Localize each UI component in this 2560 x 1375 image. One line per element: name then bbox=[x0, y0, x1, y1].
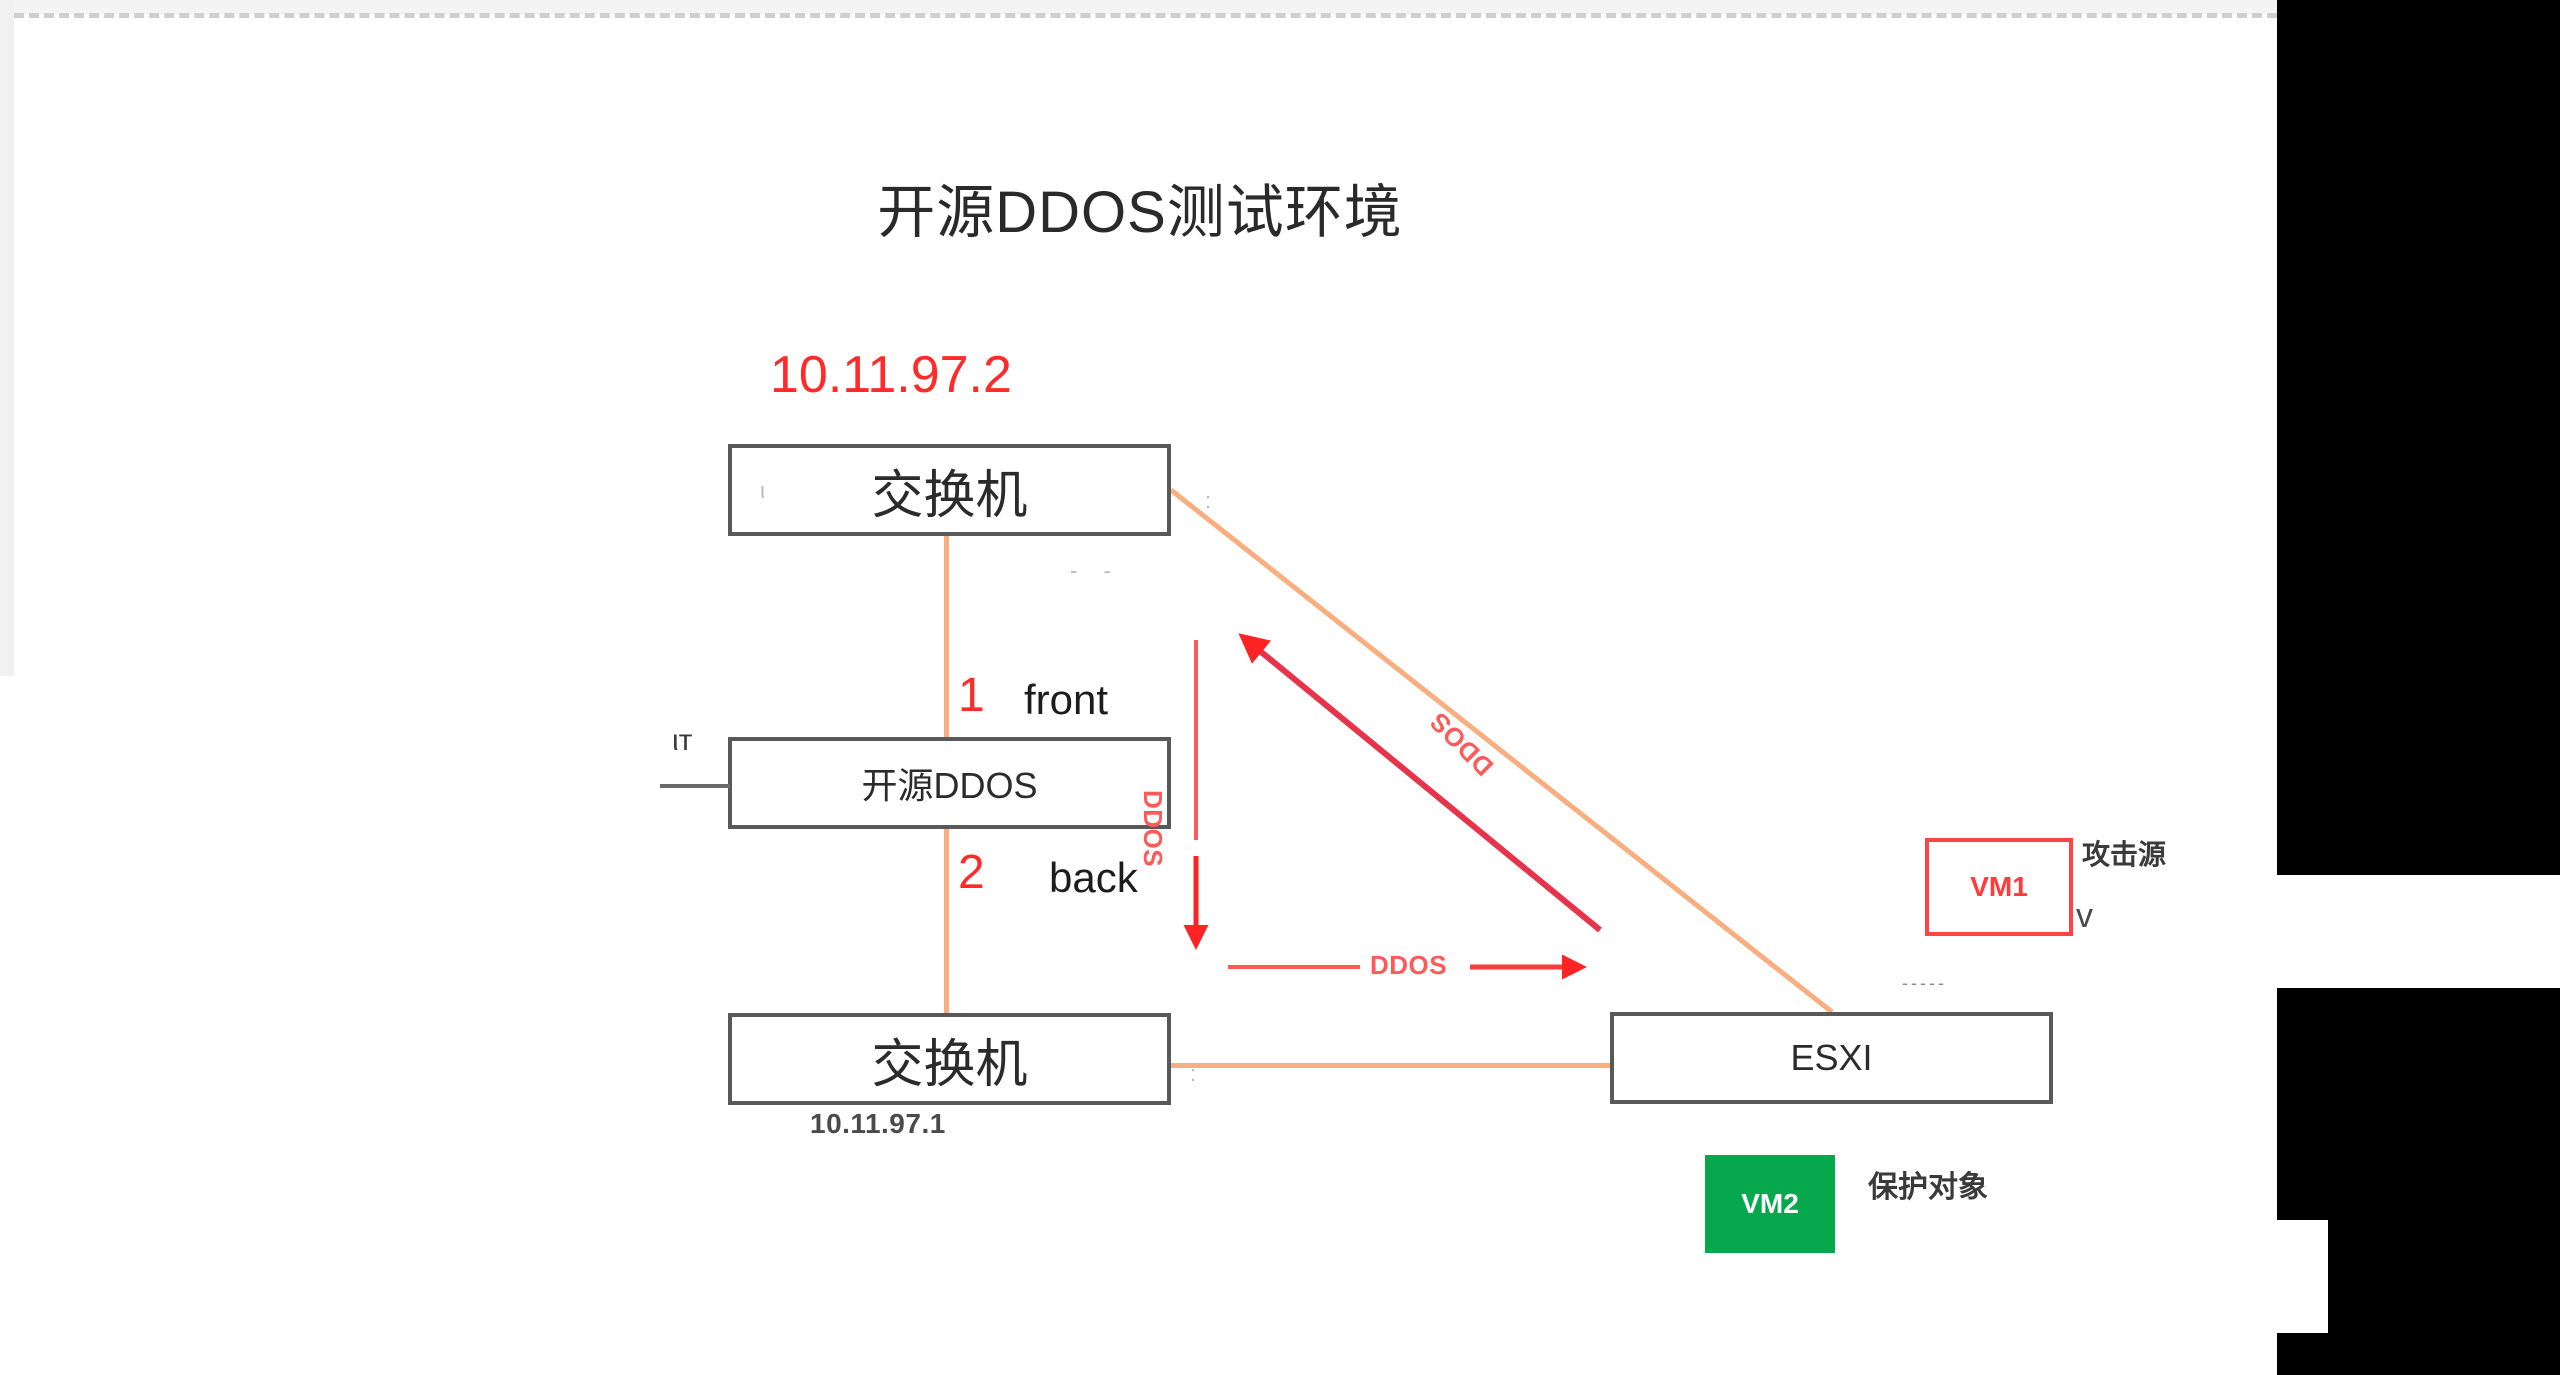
flow-vertical-ddos-label: DDOS bbox=[1138, 790, 1168, 868]
page-boundary-dashed-rule bbox=[14, 13, 2277, 18]
screen-black-region-top bbox=[2277, 0, 2560, 875]
port-label-front: front bbox=[1024, 676, 1109, 723]
node-switch-bottom-label: 交换机 bbox=[871, 1035, 1028, 1094]
node-esxi-label: ESXI bbox=[1790, 1037, 1873, 1078]
node-esxi[interactable]: ESXI bbox=[1610, 1012, 2053, 1104]
node-switch-top-label: 交换机 bbox=[871, 466, 1028, 525]
node-open-source-ddos[interactable]: 开源DDOS bbox=[728, 737, 1171, 829]
vm2-role-tag: 保护对象 bbox=[1868, 1171, 1988, 1204]
artifact-dashes-above-esxi: ----- bbox=[1902, 973, 1947, 993]
link-switchtop-to-ddos bbox=[944, 536, 949, 738]
flow-diagonal-ddos bbox=[1238, 633, 1602, 933]
node-vm1[interactable]: VM1 bbox=[1925, 838, 2073, 936]
ddos-node-stub-glyph: ιт bbox=[672, 724, 693, 757]
port-number-1: 1 bbox=[958, 669, 985, 722]
port-label-back: back bbox=[1049, 854, 1138, 901]
flow-diagonal-ddos-label: DDOS bbox=[1423, 706, 1500, 782]
flow-horizontal-ddos-label: DDOS bbox=[1362, 950, 1456, 981]
node-vm2-label: VM2 bbox=[1741, 1188, 1799, 1219]
artifact-dots-near-bottom-switch: : bbox=[1190, 1061, 1197, 1086]
switch-top-ip-label: 10.11.97.2 bbox=[770, 346, 1012, 404]
node-switch-bottom[interactable]: 交换机 bbox=[728, 1013, 1171, 1105]
screen-black-region-bottom bbox=[2277, 1333, 2560, 1375]
port-number-2: 2 bbox=[958, 846, 985, 899]
screen-black-region-middle bbox=[2277, 988, 2560, 1220]
page-title: 开源DDOS测试环境 bbox=[877, 180, 1403, 245]
artifact-faint-dashes: - - bbox=[1070, 558, 1121, 583]
node-vm1-label: VM1 bbox=[1970, 871, 2028, 902]
page-left-gutter bbox=[0, 0, 14, 676]
link-switchbottom-to-esxi bbox=[1171, 1063, 1611, 1068]
node-switch-top[interactable]: 交换机 bbox=[728, 444, 1171, 536]
node-vm2[interactable]: VM2 bbox=[1705, 1155, 1835, 1253]
artifact-tick-in-top-switch: ι bbox=[760, 478, 765, 503]
page-top-strip bbox=[0, 0, 2277, 14]
link-switchtop-to-esxi bbox=[1169, 488, 1834, 1014]
vm1-role-tag: 攻击源 bbox=[2082, 839, 2167, 870]
switch-bottom-ip-label: 10.11.97.1 bbox=[810, 1108, 946, 1139]
node-ddos-label: 开源DDOS bbox=[861, 765, 1038, 806]
vm1-v-glyph: v bbox=[2076, 897, 2093, 935]
ddos-node-left-stub bbox=[660, 784, 730, 788]
artifact-dots-near-top-switch: : bbox=[1205, 488, 1212, 513]
link-ddos-to-switchbottom bbox=[944, 828, 949, 1014]
screen-black-region-step bbox=[2328, 1220, 2560, 1333]
